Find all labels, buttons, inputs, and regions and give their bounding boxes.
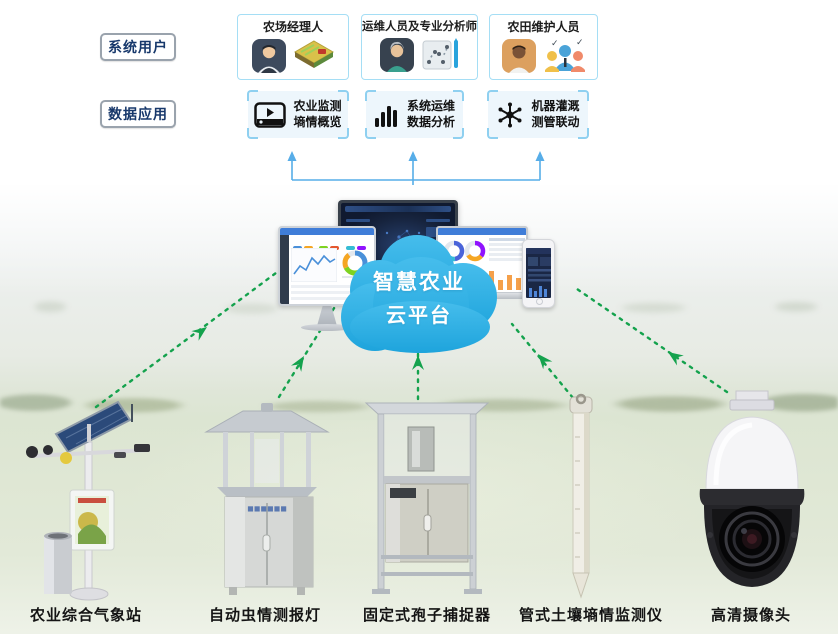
hub-network-icon xyxy=(496,101,524,129)
mini-table xyxy=(489,238,525,261)
phone-home-button xyxy=(536,298,543,305)
bracket-corner xyxy=(247,128,258,139)
device-label-hd-camera: 高清摄像头 xyxy=(710,607,792,624)
app-card-irrigation-linkage: 机器灌溉 测管联动 xyxy=(487,90,589,139)
bracket-corner xyxy=(365,90,376,101)
cloud-platform-shape xyxy=(341,235,497,353)
insect-lamp-illustration: ◼◼◼◼◼◼ xyxy=(204,403,330,595)
user-card-icons: ✓ ✓ xyxy=(501,38,587,74)
bracket-corner xyxy=(247,90,258,101)
user-card-title: 运维人员及专业分析师 xyxy=(362,21,477,33)
hd-camera-illustration xyxy=(699,390,805,587)
farmland-icon xyxy=(293,39,335,73)
user-card-icons xyxy=(379,37,461,73)
svg-text:✓: ✓ xyxy=(576,38,584,47)
bar-chart-icon xyxy=(374,102,400,128)
mobile-phone xyxy=(522,239,555,308)
svg-text:✓: ✓ xyxy=(551,38,559,48)
app-card-text: 机器灌溉 测管联动 xyxy=(531,98,580,129)
dashboard-header xyxy=(438,228,526,235)
mini-line-chart xyxy=(291,248,337,282)
user-card-ops-analyst: 运维人员及专业分析师 xyxy=(361,14,478,80)
device-label-spore-catcher: 固定式孢子捕捉器 xyxy=(362,607,492,624)
user-card-icons xyxy=(251,38,335,74)
bracket-corner xyxy=(453,128,464,139)
user-card-title: 农场经理人 xyxy=(262,20,323,34)
device-label-soil-moisture: 管式土壤墒情监测仪 xyxy=(518,607,664,624)
spore-catcher-illustration xyxy=(364,402,490,594)
monitor-base xyxy=(301,324,353,331)
bracket-corner xyxy=(453,90,464,101)
app-card-ops-analysis: 系统运维 数据分析 xyxy=(365,90,464,139)
user-card-farm-manager: 农场经理人 xyxy=(237,14,349,80)
user-card-field-maintainer: 农田维护人员 ✓ ✓ xyxy=(489,14,598,80)
weather-station-illustration xyxy=(26,400,150,601)
bracket-corner xyxy=(365,128,376,139)
bracket-corner xyxy=(338,128,349,139)
analysis-doc-icon xyxy=(421,38,461,72)
system-users-label: 系统用户 xyxy=(100,33,176,61)
maintainer-avatar-icon xyxy=(501,38,537,74)
manager-avatar-icon xyxy=(251,38,287,74)
cloud-platform-name: 智慧农业 云平台 xyxy=(373,271,465,327)
device-label-insect-lamp: 自动虫情测报灯 xyxy=(208,607,322,624)
svg-text:◼◼◼◼◼◼: ◼◼◼◼◼◼ xyxy=(247,504,287,513)
bracket-corner xyxy=(487,90,498,101)
bracket-corner xyxy=(578,128,589,139)
phone-screen xyxy=(526,248,551,298)
device-label-weather-station: 农业综合气象站 xyxy=(29,607,143,624)
data-apps-label: 数据应用 xyxy=(100,100,176,128)
app-card-monitor-overview: 农业监测 墒情概览 xyxy=(247,90,349,139)
user-card-title: 农田维护人员 xyxy=(507,20,580,34)
app-card-text: 系统运维 数据分析 xyxy=(406,98,455,129)
soil-moisture-tube-illustration xyxy=(569,393,593,599)
bracket-corner xyxy=(338,90,349,101)
video-player-icon xyxy=(254,101,287,128)
team-icon: ✓ ✓ xyxy=(543,38,587,74)
monitor-stand xyxy=(317,306,337,326)
bracket-corner xyxy=(487,128,498,139)
bracket-corner xyxy=(578,90,589,101)
app-card-text: 农业监测 墒情概览 xyxy=(293,98,342,129)
dashboard-header xyxy=(280,228,374,235)
analyst-avatar-icon xyxy=(379,37,415,73)
